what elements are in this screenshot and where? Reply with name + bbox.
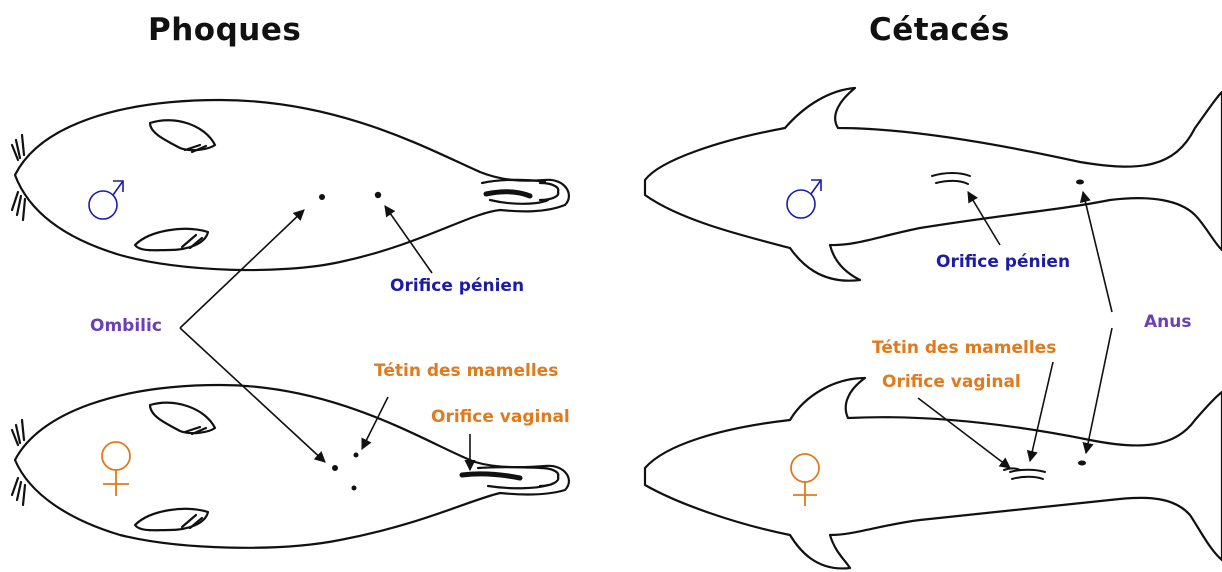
female-symbol-icon — [102, 442, 130, 496]
arrow-orifice-vaginal-cetacean — [918, 398, 1010, 468]
male-cetacean — [645, 88, 1222, 281]
label-orifice-penien-seal: Orifice pénien — [390, 276, 524, 296]
label-orifice-penien-cetacean: Orifice pénien — [936, 252, 1070, 272]
arrow-tetin-seal — [362, 397, 388, 449]
label-anus: Anus — [1144, 312, 1191, 332]
seals-title: Phoques — [148, 12, 301, 48]
arrow-anus-male — [1083, 192, 1112, 312]
arrow-orifice-penien-cetacean — [968, 192, 1000, 245]
arrow-tetin-cetacean — [1030, 362, 1053, 461]
male-symbol-icon — [89, 181, 123, 219]
label-tetin-cetacean: Tétin des mamelles — [872, 338, 1056, 358]
arrows — [180, 192, 1112, 470]
female-cetacean — [645, 378, 1222, 568]
female-symbol-icon — [791, 454, 819, 506]
label-tetin-seal: Tétin des mamelles — [374, 361, 558, 381]
cetaceans-title: Cétacés — [869, 12, 1010, 48]
label-orifice-vaginal-cetacean: Orifice vaginal — [882, 372, 1021, 392]
label-orifice-vaginal-seal: Orifice vaginal — [431, 407, 570, 427]
arrow-anus-female — [1086, 328, 1112, 453]
label-ombilic: Ombilic — [90, 316, 162, 336]
arrow-orifice-penien-seal — [385, 206, 432, 273]
male-seal — [12, 100, 569, 270]
male-symbol-icon — [787, 180, 821, 218]
